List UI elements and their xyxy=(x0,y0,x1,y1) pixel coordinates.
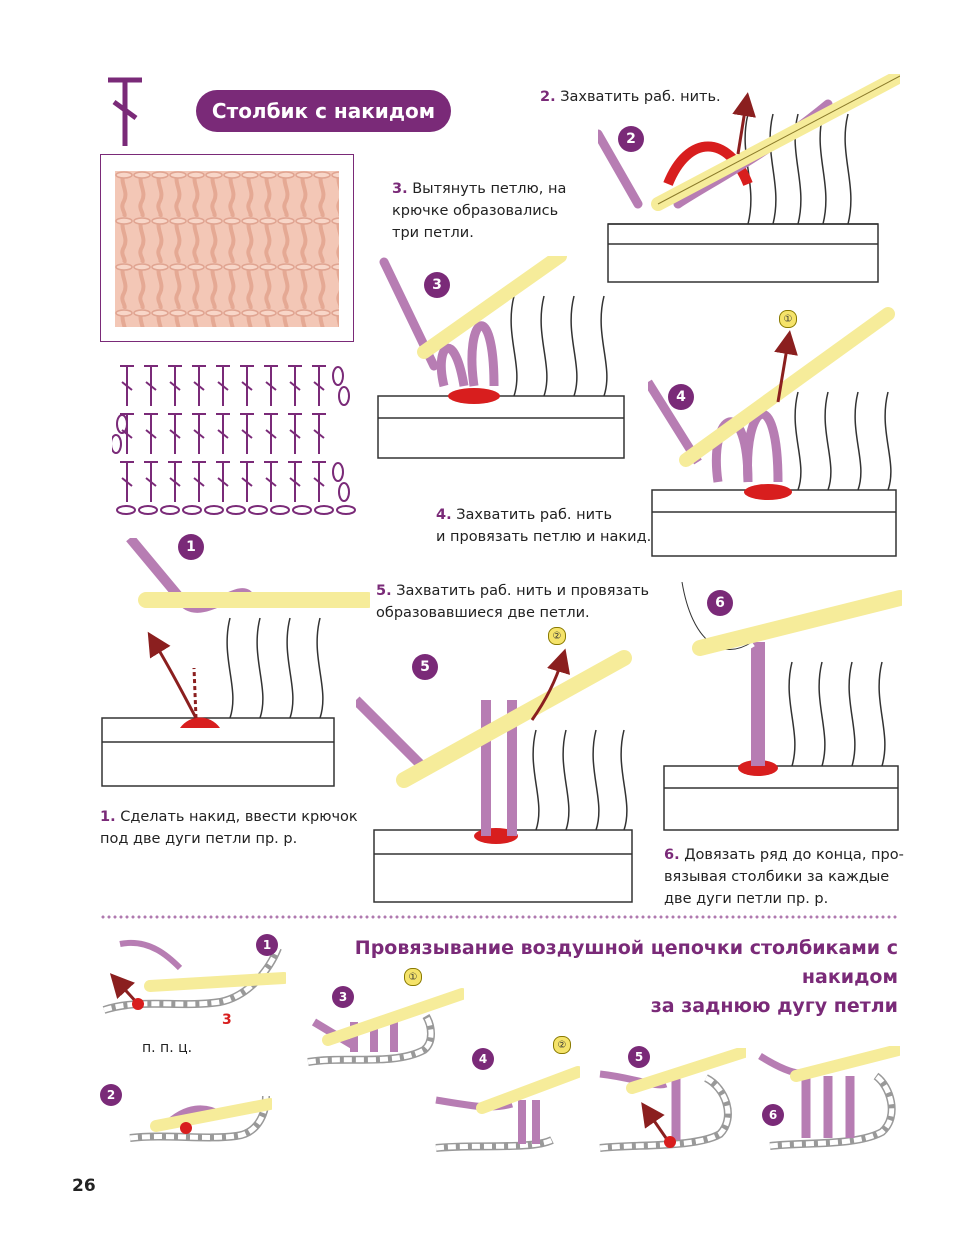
chain-step-1-illustration xyxy=(102,939,286,1014)
chain-step-6-badge: 6 xyxy=(762,1104,784,1126)
page-number: 26 xyxy=(72,1176,96,1196)
step-1-illustration xyxy=(101,538,370,787)
step-3-illustration xyxy=(377,256,625,459)
chain-step-4-marker: ② xyxy=(553,1036,571,1054)
section-divider xyxy=(100,914,898,920)
chain-step-4-badge: 4 xyxy=(472,1048,494,1070)
chain-step-3-badge: 3 xyxy=(332,986,354,1008)
step-6-illustration xyxy=(663,582,902,831)
step-4-badge: 4 xyxy=(668,384,694,410)
step-6-caption: 6. Довязать ряд до конца, про- вязывая с… xyxy=(664,847,904,907)
chain-step-3-illustration xyxy=(307,988,464,1066)
step-5-illustration xyxy=(356,648,633,903)
chain-step-3-marker: ① xyxy=(404,968,422,986)
chain-step-5-illustration xyxy=(599,1048,746,1152)
step-2-badge: 2 xyxy=(618,126,644,152)
step-1-caption: 1. Сделать накид, ввести крючок под две … xyxy=(100,809,358,847)
chain-label-3: 3 xyxy=(222,1012,232,1028)
chain-label-ppc: п. п. ц. xyxy=(142,1040,193,1056)
step-3-caption: 3. Вытянуть петлю, на крючке образовалис… xyxy=(392,181,567,241)
step-4-illustration xyxy=(648,307,897,557)
step-3-badge: 3 xyxy=(424,272,450,298)
chain-step-6-illustration xyxy=(758,1046,900,1150)
page-title: Столбик с накидом xyxy=(196,90,451,132)
step-5-caption: 5. Захватить раб. нить и провязать образ… xyxy=(376,583,650,621)
step-5-marker: ② xyxy=(548,627,566,645)
double-crochet-symbol-icon xyxy=(108,77,142,146)
chain-step-5-badge: 5 xyxy=(628,1046,650,1068)
section-2-title: Провязывание воздушной цепочки столбикам… xyxy=(354,937,898,1017)
chain-step-1-badge: 1 xyxy=(256,934,278,956)
step-2-illustration xyxy=(598,74,900,283)
chain-step-2-illustration xyxy=(129,1095,272,1142)
chain-step-4-illustration xyxy=(435,1066,580,1152)
step-5-badge: 5 xyxy=(412,654,438,680)
stitch-sample-photo xyxy=(100,154,354,342)
step-1-badge: 1 xyxy=(178,534,204,560)
chain-step-2-badge: 2 xyxy=(100,1084,122,1106)
step-4-caption: 4. Захватить раб. нить и провязать петлю… xyxy=(436,507,652,545)
stitch-chart-diagram xyxy=(112,365,356,515)
step-6-badge: 6 xyxy=(707,590,733,616)
step-2-caption: 2. Захватить раб. нить. xyxy=(540,89,721,105)
step-4-marker: ① xyxy=(779,310,797,328)
